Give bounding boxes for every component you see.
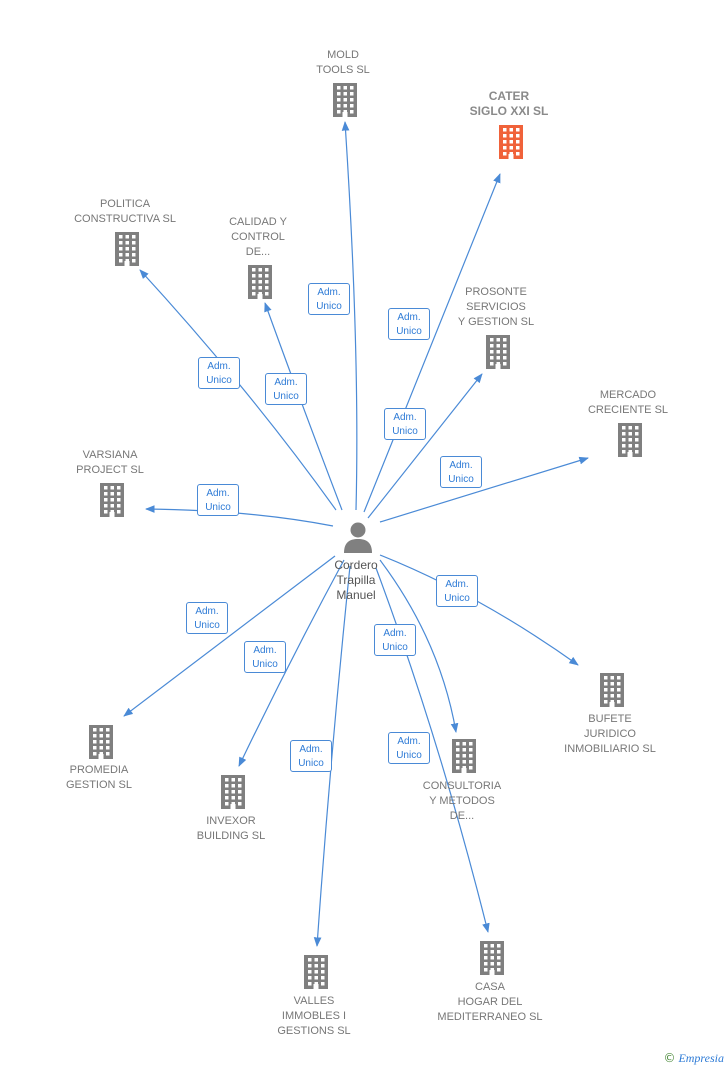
role-badge-politica[interactable]: Adm. Unico: [198, 357, 240, 389]
company-label-invexor[interactable]: INVEXOR BUILDING SL: [196, 815, 266, 842]
edge-prosonte: [367, 373, 483, 519]
building-icon-mercado[interactable]: [615, 423, 645, 457]
edge-casa: [375, 567, 490, 933]
role-badge-bufete[interactable]: Adm. Unico: [436, 575, 478, 607]
edge-calidad: [264, 302, 343, 511]
company-label-varsiana[interactable]: VARSIANA PROJECT SL: [76, 449, 144, 476]
edge-varsiana: [145, 505, 334, 527]
role-badge-valles[interactable]: Adm. Unico: [290, 740, 332, 772]
edge-politica: [139, 269, 337, 511]
building-icon-invexor[interactable]: [218, 775, 248, 809]
role-badge-mercado[interactable]: Adm. Unico: [440, 456, 482, 488]
building-icon-varsiana[interactable]: [97, 483, 127, 517]
company-label-bufete[interactable]: BUFETE JURIDICO INMOBILIARIO SL: [564, 713, 656, 755]
building-icon-promedia[interactable]: [86, 725, 116, 759]
company-label-mercado[interactable]: MERCADO CRECIENTE SL: [587, 389, 669, 416]
brand-name[interactable]: Empresia: [678, 1051, 724, 1065]
person-icon[interactable]: [342, 520, 374, 554]
edge-consultoria: [379, 559, 459, 733]
company-label-casa[interactable]: CASA HOGAR DEL MEDITERRANEO SL: [437, 981, 543, 1023]
role-badge-varsiana[interactable]: Adm. Unico: [197, 484, 239, 516]
role-badge-casa[interactable]: Adm. Unico: [388, 732, 430, 764]
building-icon-calidad[interactable]: [245, 265, 275, 299]
edge-invexor: [238, 559, 345, 767]
role-badge-promedia[interactable]: Adm. Unico: [186, 602, 228, 634]
edge-cater: [363, 173, 501, 513]
company-label-prosonte[interactable]: PROSONTE SERVICIOS Y GESTION SL: [457, 286, 535, 328]
building-icon-bufete[interactable]: [597, 673, 627, 707]
building-icon-casa[interactable]: [477, 941, 507, 975]
company-label-calidad[interactable]: CALIDAD Y CONTROL DE...: [229, 216, 287, 258]
building-icon-consultoria[interactable]: [449, 739, 479, 773]
building-icon-politica[interactable]: [112, 232, 142, 266]
company-label-consultoria[interactable]: CONSULTORIA Y METODOS DE...: [422, 780, 502, 822]
building-icon-prosonte[interactable]: [483, 335, 513, 369]
company-label-mold[interactable]: MOLD TOOLS SL: [316, 49, 370, 76]
role-badge-mold[interactable]: Adm. Unico: [308, 283, 350, 315]
center-person-name[interactable]: Cordero Trapilla Manuel: [334, 558, 378, 602]
role-badge-invexor[interactable]: Adm. Unico: [244, 641, 286, 673]
credit: © Empresia: [663, 1051, 724, 1066]
role-badge-consultoria[interactable]: Adm. Unico: [374, 624, 416, 656]
edge-mercado: [379, 456, 589, 523]
building-icon-valles[interactable]: [301, 955, 331, 989]
edge-bufete: [379, 554, 579, 666]
role-badge-prosonte[interactable]: Adm. Unico: [384, 408, 426, 440]
edge-mold: [341, 121, 358, 511]
company-label-promedia[interactable]: PROMEDIA GESTION SL: [65, 764, 133, 791]
company-label-cater[interactable]: CATER SIGLO XXI SL: [469, 89, 549, 118]
company-label-valles[interactable]: VALLES IMMOBLES I GESTIONS SL: [277, 995, 351, 1037]
edge-promedia: [123, 555, 336, 717]
copyright-symbol: ©: [663, 1051, 676, 1065]
building-icon-cater[interactable]: [496, 125, 526, 159]
company-label-politica[interactable]: POLITICA CONSTRUCTIVA SL: [74, 198, 176, 225]
building-icon-mold[interactable]: [330, 83, 360, 117]
role-badge-calidad[interactable]: Adm. Unico: [265, 373, 307, 405]
role-badge-cater[interactable]: Adm. Unico: [388, 308, 430, 340]
edges: [123, 121, 589, 947]
